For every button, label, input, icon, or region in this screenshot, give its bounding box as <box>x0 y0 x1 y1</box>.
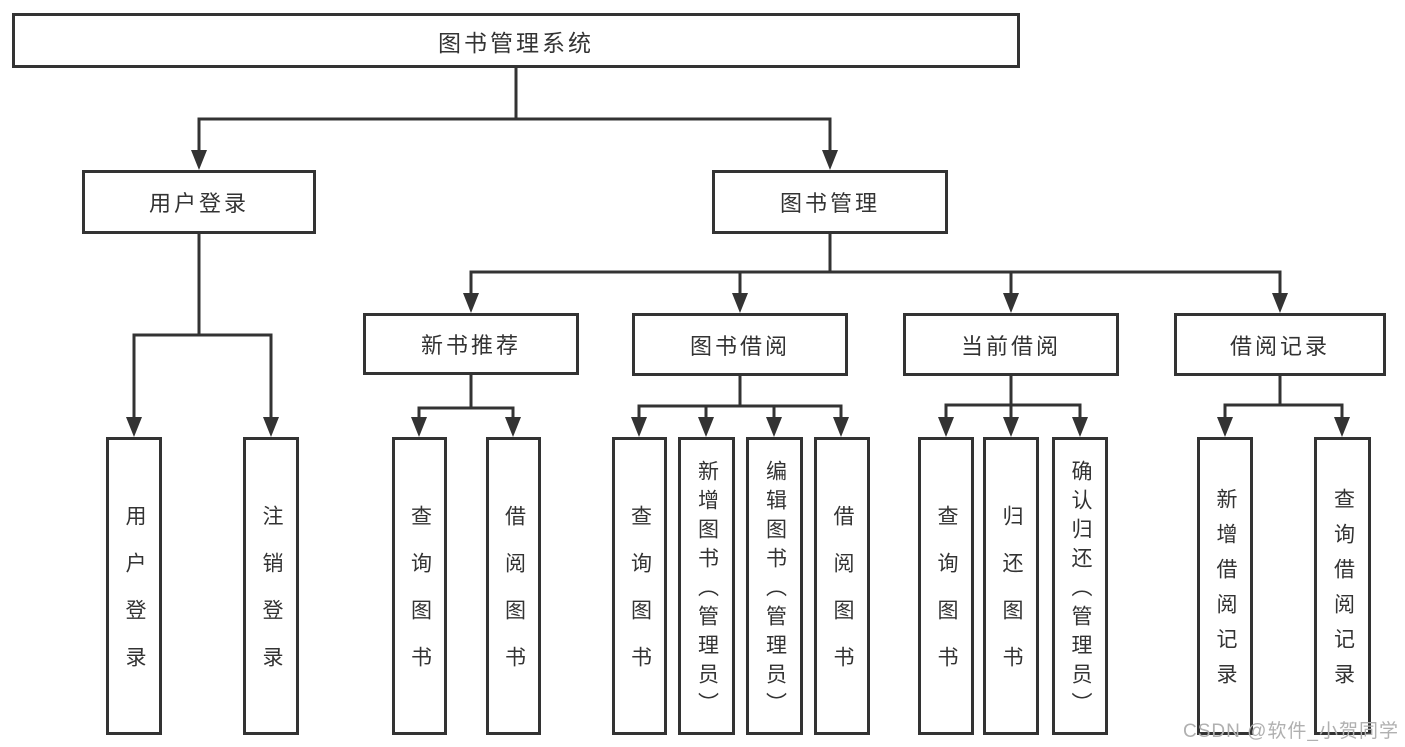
node-book-management-label: 图书管理 <box>779 191 880 216</box>
connector-new-book-children <box>417 375 515 419</box>
node-book-borrowing: 图书借阅 <box>632 313 848 376</box>
leaf-add-book-admin: 新增图书（管理员） <box>678 437 735 735</box>
node-book-management: 图书管理 <box>712 170 948 234</box>
leaf-return-books-label: 归还图书 <box>1000 505 1023 693</box>
node-borrowing-records-label: 借阅记录 <box>1229 333 1330 359</box>
leaf-query-borrow-record: 查询借阅记录 <box>1314 437 1371 735</box>
arrowhead <box>505 417 521 437</box>
arrowhead <box>263 417 279 437</box>
node-root-label: 图书管理系统 <box>438 29 594 56</box>
arrowheads-user-login <box>126 417 279 437</box>
arrowhead <box>1003 417 1019 437</box>
leaf-query-books-borrowing-label: 查询图书 <box>628 505 652 693</box>
node-book-borrowing-label: 图书借阅 <box>689 333 790 359</box>
node-user-login-label: 用户登录 <box>148 191 249 216</box>
leaf-borrow-books-borrowing-label: 借阅图书 <box>831 505 854 693</box>
node-root: 图书管理系统 <box>12 13 1020 68</box>
leaf-edit-book-admin-label: 编辑图书（管理员） <box>763 459 787 721</box>
arrowhead <box>698 417 714 437</box>
leaf-borrow-books-recommend-label: 借阅图书 <box>502 505 526 693</box>
arrowhead <box>463 293 479 313</box>
arrowhead <box>126 417 142 437</box>
arrowhead <box>411 417 427 437</box>
connector-book-management-children <box>469 234 1282 295</box>
arrowhead <box>1334 417 1350 437</box>
arrowhead <box>732 293 748 313</box>
arrowheads-level1 <box>191 150 838 170</box>
leaf-query-books-current-label: 查询图书 <box>935 505 958 693</box>
node-new-book-recommendation: 新书推荐 <box>363 313 579 375</box>
node-current-borrowing-label: 当前借阅 <box>960 333 1061 359</box>
node-borrowing-records: 借阅记录 <box>1174 313 1386 376</box>
node-user-login: 用户登录 <box>82 170 316 234</box>
leaf-query-books-recommend: 查询图书 <box>392 437 447 735</box>
csdn-watermark: CSDN @软件_小贺同学 <box>1183 721 1399 742</box>
arrowhead <box>822 150 838 170</box>
connector-current-borrowing-children <box>944 376 1082 419</box>
arrowheads-book-borrowing <box>631 417 849 437</box>
arrowheads-new-book <box>411 417 521 437</box>
arrowheads-level2 <box>463 293 1288 313</box>
arrowhead <box>1217 417 1233 437</box>
connector-borrowing-records-children <box>1223 376 1344 419</box>
arrowhead <box>191 150 207 170</box>
leaf-return-books: 归还图书 <box>983 437 1039 735</box>
arrowhead <box>1072 417 1088 437</box>
leaf-logout-label: 注销登录 <box>260 505 283 693</box>
connector-book-borrowing-children <box>637 376 843 419</box>
leaf-user-login: 用户登录 <box>106 437 162 735</box>
leaf-logout: 注销登录 <box>243 437 299 735</box>
leaf-query-books-recommend-label: 查询图书 <box>408 505 432 693</box>
leaf-borrow-books-borrowing: 借阅图书 <box>814 437 870 735</box>
node-current-borrowing: 当前借阅 <box>903 313 1119 376</box>
node-new-book-recommendation-label: 新书推荐 <box>420 333 521 358</box>
leaf-confirm-return-admin: 确认归还（管理员） <box>1052 437 1108 735</box>
leaf-add-borrow-record: 新增借阅记录 <box>1197 437 1253 735</box>
connector-root-to-level1 <box>197 68 832 152</box>
leaf-borrow-books-recommend: 借阅图书 <box>486 437 541 735</box>
leaf-query-borrow-record-label: 查询借阅记录 <box>1331 488 1355 698</box>
leaf-add-book-admin-label: 新增图书（管理员） <box>695 459 719 721</box>
leaf-confirm-return-admin-label: 确认归还（管理员） <box>1069 459 1092 721</box>
arrowhead <box>1003 293 1019 313</box>
connector-user-login-children <box>132 234 273 419</box>
arrowhead <box>938 417 954 437</box>
arrowheads-current-borrowing <box>938 417 1088 437</box>
arrowhead <box>631 417 647 437</box>
arrowhead <box>833 417 849 437</box>
arrowheads-borrowing-records <box>1217 417 1350 437</box>
leaf-add-borrow-record-label: 新增借阅记录 <box>1214 488 1237 698</box>
leaf-user-login-label: 用户登录 <box>123 505 146 693</box>
arrowhead <box>1272 293 1288 313</box>
leaf-query-books-borrowing: 查询图书 <box>612 437 667 735</box>
leaf-edit-book-admin: 编辑图书（管理员） <box>746 437 803 735</box>
leaf-query-books-current: 查询图书 <box>918 437 974 735</box>
arrowhead <box>766 417 782 437</box>
